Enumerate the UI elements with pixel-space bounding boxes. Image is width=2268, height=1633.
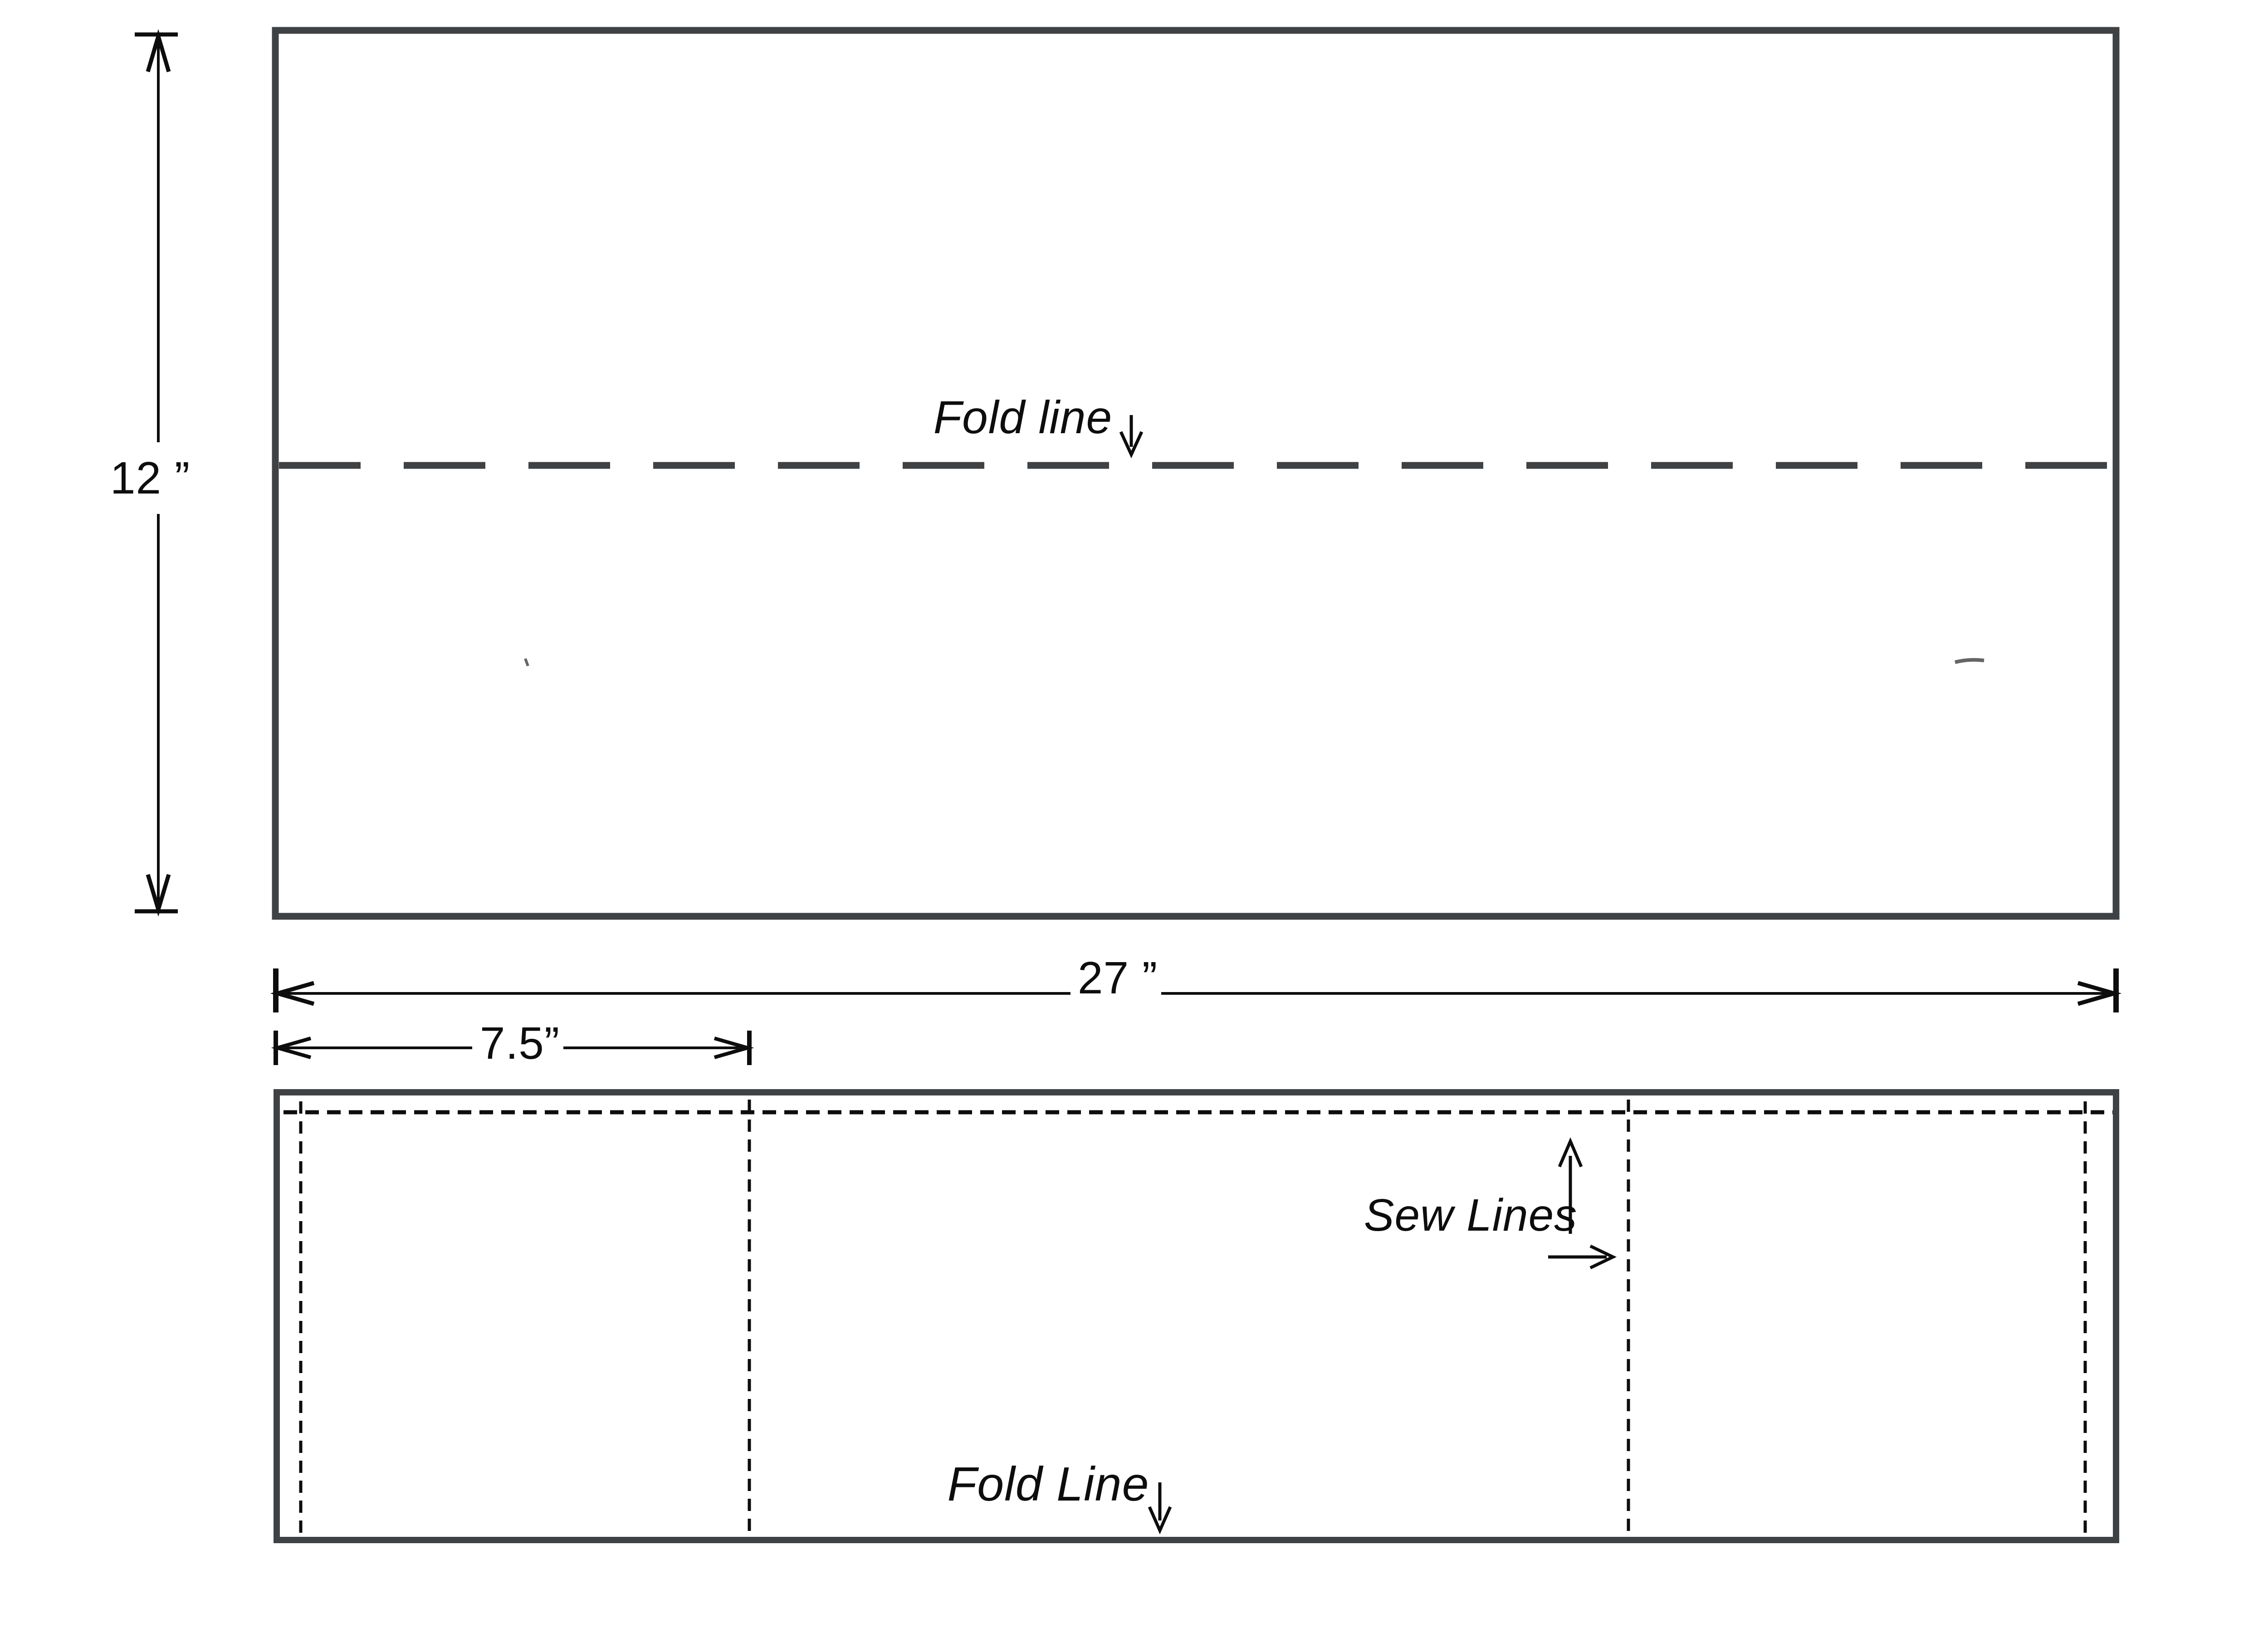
bottom-panel-outline bbox=[274, 1089, 2119, 1543]
sew-lines-up-arrow-icon bbox=[1558, 1137, 1583, 1234]
bottom-fold-line-label: Fold Line bbox=[947, 1457, 1149, 1511]
height-dimension-12in bbox=[135, 29, 178, 917]
width-dimension-label: 27 ” bbox=[1077, 953, 1158, 1003]
top-fold-line-label: Fold line bbox=[933, 391, 1113, 443]
fold-line-pointer-arrow-icon bbox=[1119, 415, 1144, 459]
sew-lines-label: Sew Lines bbox=[1364, 1190, 1578, 1241]
dim-75-left-arrow-icon bbox=[271, 1037, 312, 1059]
height-dimension-label: 12 ” bbox=[110, 453, 191, 504]
scan-artifact-left bbox=[524, 658, 529, 667]
bottom-fold-line-pointer-arrow-icon bbox=[1148, 1482, 1172, 1535]
sew-lines-right-arrow-icon bbox=[1548, 1244, 1617, 1270]
flap-dimension-7-5in bbox=[271, 1031, 754, 1065]
flap-width-dimension-label: 7.5” bbox=[479, 1018, 560, 1069]
width-dimension-27in bbox=[270, 968, 2122, 1012]
top-panel-outline bbox=[272, 27, 2120, 920]
scan-artifact-right bbox=[1954, 658, 1984, 664]
dim-12-up-arrow-icon bbox=[146, 29, 171, 73]
dim-27-left-arrow-icon bbox=[270, 981, 315, 1006]
